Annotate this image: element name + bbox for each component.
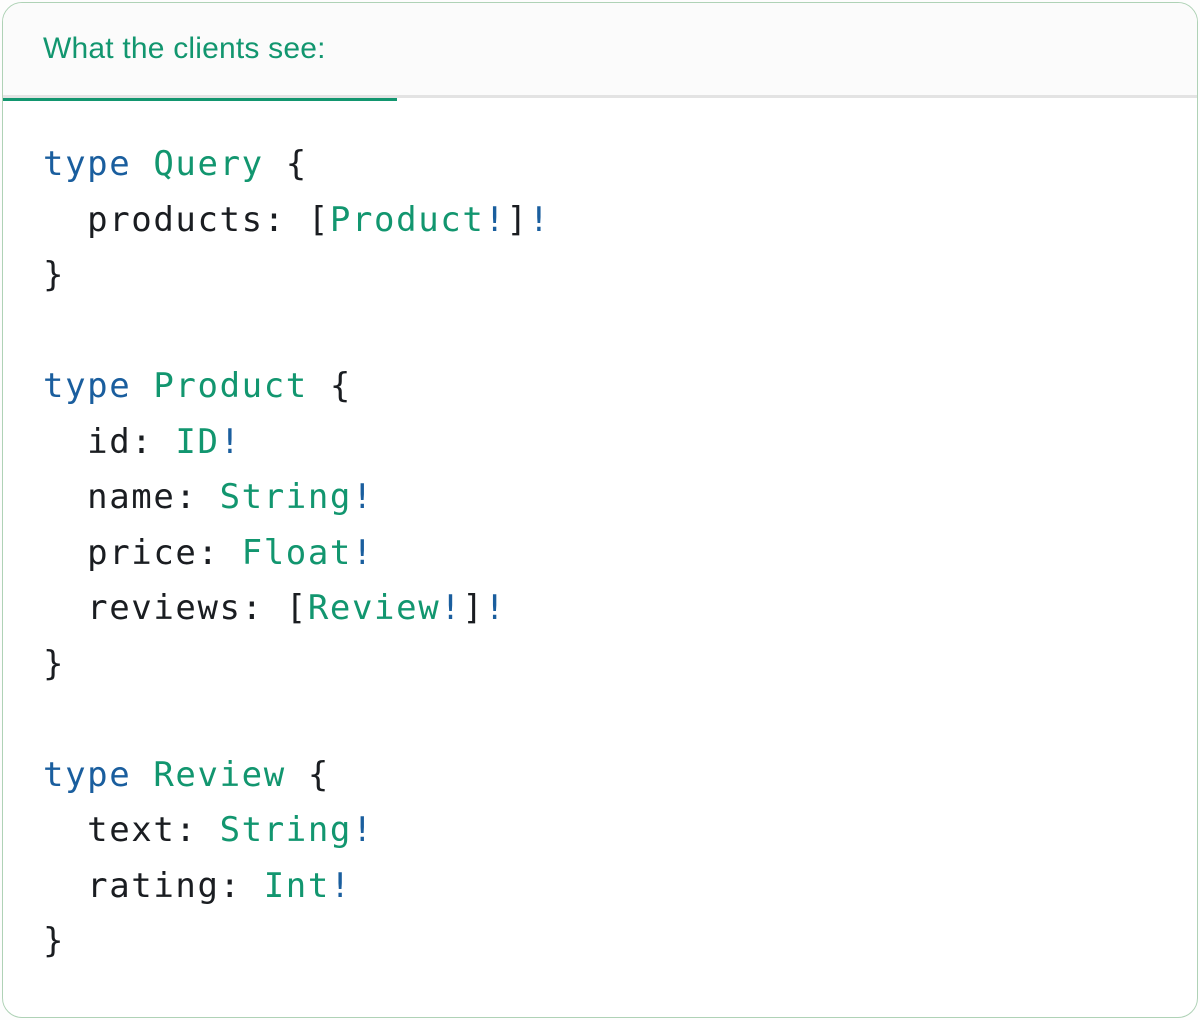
code-line: } bbox=[43, 248, 1157, 304]
code-token: ] bbox=[462, 588, 485, 628]
code-token: } bbox=[43, 255, 66, 295]
code-token: Review bbox=[153, 754, 286, 795]
code-token: price: bbox=[43, 532, 242, 573]
code-token bbox=[131, 755, 153, 795]
code-token bbox=[131, 366, 153, 406]
code-token: ! bbox=[351, 810, 375, 850]
code-line: } bbox=[43, 914, 1157, 970]
code-token: ! bbox=[484, 199, 507, 240]
code-token: reviews: [ bbox=[43, 588, 308, 628]
code-token: type bbox=[43, 754, 132, 795]
tab-label: What the clients see: bbox=[43, 32, 326, 65]
code-line: price: Float! bbox=[43, 526, 1157, 582]
code-token: ! bbox=[484, 588, 507, 628]
code-token: ] bbox=[506, 199, 529, 240]
code-line bbox=[43, 304, 1157, 360]
code-token: Query bbox=[153, 144, 264, 184]
panel-header: What the clients see: bbox=[3, 3, 1197, 101]
code-line: text: String! bbox=[43, 803, 1157, 859]
code-token: ! bbox=[440, 588, 463, 628]
code-token: Float bbox=[241, 532, 352, 573]
code-token: { bbox=[307, 366, 352, 406]
code-token: ! bbox=[351, 477, 375, 517]
code-token: id: bbox=[43, 421, 176, 462]
active-tab-underline bbox=[3, 98, 397, 101]
code-line bbox=[43, 692, 1157, 748]
code-token: ID bbox=[175, 421, 220, 462]
code-line: type Review { bbox=[43, 748, 1157, 804]
code-token: products: [ bbox=[43, 199, 330, 240]
code-token: rating: bbox=[43, 865, 264, 906]
code-line: id: ID! bbox=[43, 415, 1157, 471]
code-token: ! bbox=[329, 865, 352, 906]
code-line: type Query { bbox=[43, 137, 1157, 193]
code-token bbox=[131, 144, 153, 184]
code-line: type Product { bbox=[43, 359, 1157, 415]
code-line: rating: Int! bbox=[43, 859, 1157, 915]
tab-what-clients-see[interactable]: What the clients see: bbox=[43, 32, 326, 66]
code-token: } bbox=[43, 643, 66, 684]
code-token: Product bbox=[153, 366, 308, 406]
code-token: ! bbox=[528, 199, 551, 240]
code-token: name: bbox=[43, 477, 220, 517]
code-token: Int bbox=[263, 865, 330, 906]
code-token: type bbox=[43, 366, 132, 406]
code-line: reviews: [Review!]! bbox=[43, 581, 1157, 637]
code-token: ! bbox=[219, 421, 242, 462]
code-block: type Query { products: [Product!]!} type… bbox=[3, 98, 1197, 970]
code-token: } bbox=[43, 921, 66, 961]
code-token: { bbox=[285, 754, 330, 795]
code-token: type bbox=[43, 144, 132, 184]
code-token: { bbox=[263, 144, 308, 184]
code-token: ! bbox=[352, 532, 375, 573]
code-token: text: bbox=[43, 810, 220, 850]
code-token: String bbox=[219, 810, 352, 850]
code-token: Product bbox=[329, 199, 485, 240]
code-token: Review bbox=[307, 588, 441, 628]
code-line: products: [Product!]! bbox=[43, 193, 1157, 249]
code-line: name: String! bbox=[43, 470, 1157, 526]
code-token: String bbox=[219, 477, 352, 517]
code-line: } bbox=[43, 637, 1157, 693]
